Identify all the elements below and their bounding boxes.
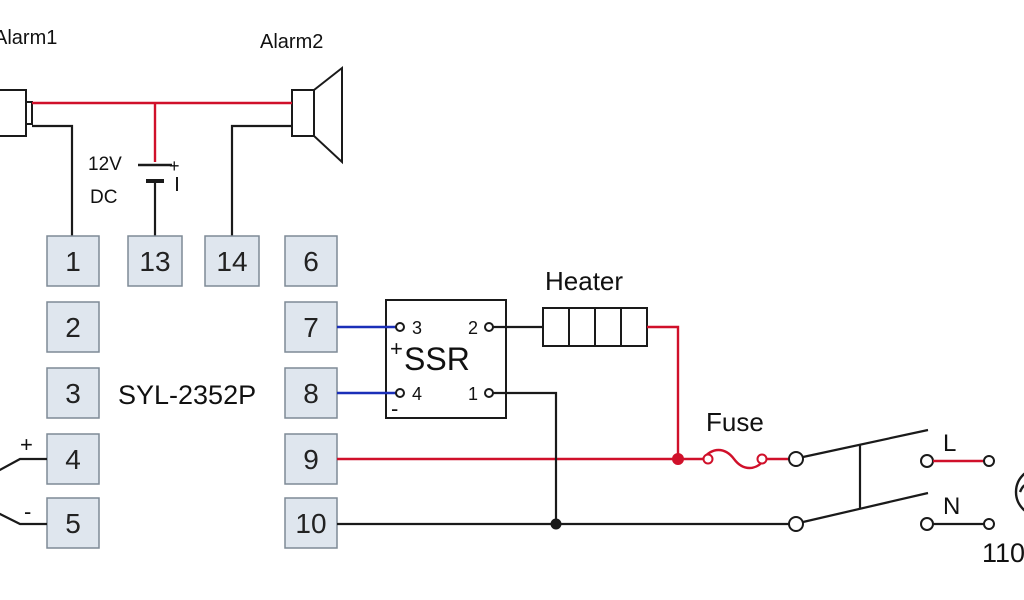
terminal-3-label: 3 bbox=[65, 378, 81, 409]
battery-plus-sign: + bbox=[169, 156, 180, 176]
thermocouple-plus-sign: + bbox=[20, 432, 33, 457]
terminal-1: 1 bbox=[46, 235, 100, 287]
terminal-8: 8 bbox=[284, 367, 338, 419]
battery-voltage-label: 12V bbox=[88, 154, 122, 175]
heater-element-icon bbox=[542, 307, 648, 347]
terminal-4-label: 4 bbox=[65, 444, 81, 475]
hot-junction-dot bbox=[672, 453, 684, 465]
terminal-10: 10 bbox=[284, 497, 338, 549]
terminal-13: 13 bbox=[127, 235, 183, 287]
terminal-5-label: 5 bbox=[65, 508, 81, 539]
ssr-body bbox=[385, 299, 507, 419]
alarm2-return-wire bbox=[230, 124, 292, 236]
ssr-label: SSR bbox=[404, 341, 470, 377]
ssr-pin3-node bbox=[395, 322, 405, 332]
ssr-pin3-label: 3 bbox=[412, 318, 422, 338]
heater-hot-wire bbox=[647, 325, 680, 459]
terminal-10-label: 10 bbox=[295, 508, 326, 539]
double-pole-switch-icon bbox=[802, 428, 929, 524]
plug-l-node bbox=[983, 455, 995, 467]
terminal-5: 5 bbox=[46, 497, 100, 549]
terminal-1-label: 1 bbox=[65, 246, 81, 277]
terminal-13-label: 13 bbox=[139, 246, 170, 277]
ssr-pin2-node bbox=[484, 322, 494, 332]
thermocouple-plus-wire bbox=[0, 457, 47, 472]
thermocouple-minus-wire bbox=[0, 512, 47, 526]
terminal-4: 4 bbox=[46, 433, 100, 485]
terminal-2-label: 2 bbox=[65, 312, 81, 343]
alarm2-label: Alarm2 bbox=[260, 31, 323, 53]
terminal-3: 3 bbox=[46, 367, 100, 419]
switch-out-n-node bbox=[920, 517, 934, 531]
switch-in-top-node bbox=[788, 451, 804, 467]
terminal-14-label: 14 bbox=[216, 246, 247, 277]
fuse-label: Fuse bbox=[706, 407, 764, 437]
terminal-14: 14 bbox=[204, 235, 260, 287]
controller-model-label: SYL-2352P bbox=[118, 380, 256, 410]
mains-voltage-label: 110 bbox=[982, 538, 1024, 568]
terminal-6: 6 bbox=[284, 235, 338, 287]
neutral-junction-dot bbox=[550, 518, 562, 530]
alarm1-return-wire bbox=[32, 124, 74, 236]
battery-type-label: DC bbox=[90, 187, 117, 208]
ssr-pin2-label: 2 bbox=[468, 318, 478, 338]
terminal-2: 2 bbox=[46, 301, 100, 353]
fuse-icon bbox=[702, 448, 768, 470]
terminal-7-label: 7 bbox=[303, 312, 319, 343]
terminal-9-label: 9 bbox=[303, 444, 319, 475]
battery-icon bbox=[138, 163, 172, 183]
ssr-pin1-label: 1 bbox=[468, 384, 478, 404]
mains-n-label: N bbox=[943, 493, 960, 520]
switch-out-l-node bbox=[920, 454, 934, 468]
ssr-neutral-wire bbox=[493, 391, 558, 524]
ssr-pin4-label: 4 bbox=[412, 384, 422, 404]
ssr-plus-sign: + bbox=[390, 336, 403, 361]
alarm2-speaker-icon bbox=[291, 65, 343, 165]
switch-in-bottom-node bbox=[788, 516, 804, 532]
terminal-8-label: 8 bbox=[303, 378, 319, 409]
ssr-minus-sign: - bbox=[391, 396, 398, 421]
alarm1-buzzer-icon bbox=[0, 89, 33, 137]
ssr-pin1-node bbox=[484, 388, 494, 398]
plug-n-node bbox=[983, 518, 995, 530]
alarm1-label: Alarm1 bbox=[0, 27, 57, 49]
mains-l-label: L bbox=[943, 430, 956, 457]
terminal-9: 9 bbox=[284, 433, 338, 485]
ac-source-icon bbox=[1014, 472, 1024, 512]
terminal-6-label: 6 bbox=[303, 246, 319, 277]
ssr-pin4-node bbox=[395, 388, 405, 398]
thermocouple-minus-sign: - bbox=[24, 499, 31, 524]
terminal-7: 7 bbox=[284, 301, 338, 353]
heater-label: Heater bbox=[545, 266, 623, 296]
